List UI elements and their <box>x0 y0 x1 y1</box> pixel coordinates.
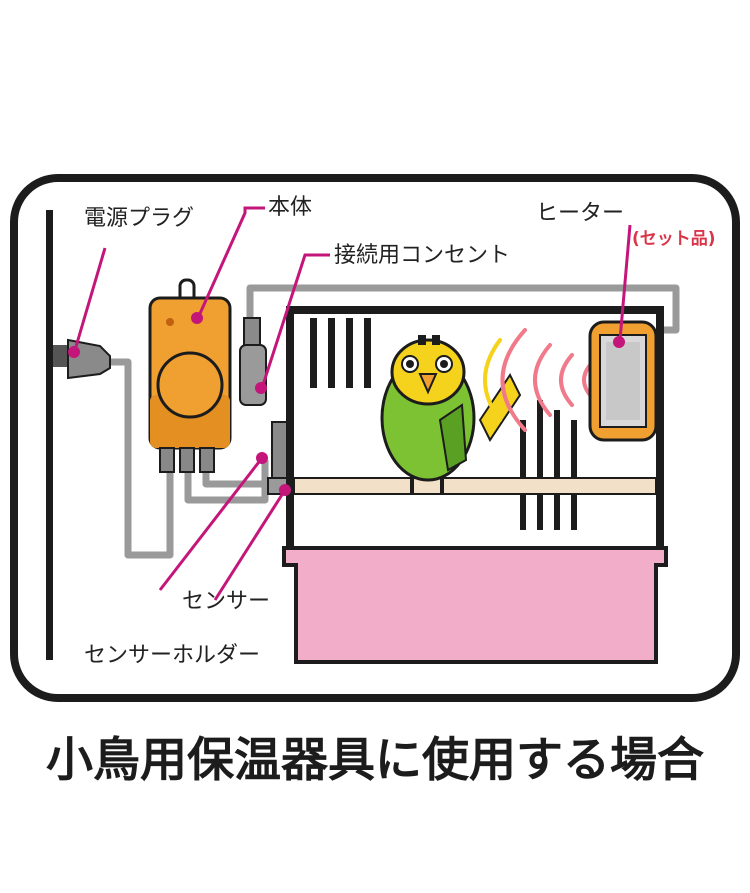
wall <box>46 210 53 660</box>
label-sensor: センサー <box>182 589 270 614</box>
label-heater-note: (セット品) <box>632 229 716 249</box>
label-power-plug: 電源プラグ <box>84 206 194 231</box>
leader-dots <box>68 312 625 496</box>
leader-lines <box>73 206 632 601</box>
main-unit-icon <box>148 278 232 473</box>
heat-waves-icon <box>483 328 592 432</box>
label-heater: ヒーター <box>536 201 624 226</box>
bird-cage-icon <box>282 306 668 664</box>
label-main-unit: 本体 <box>268 195 312 220</box>
parakeet-icon <box>380 335 522 494</box>
panel-heater-icon <box>588 320 658 442</box>
label-sensor-holder: センサーホルダー <box>84 643 260 668</box>
label-outlet: 接続用コンセント <box>334 243 510 268</box>
caption-title: 小鳥用保温器具に使用する場合 <box>46 733 704 788</box>
